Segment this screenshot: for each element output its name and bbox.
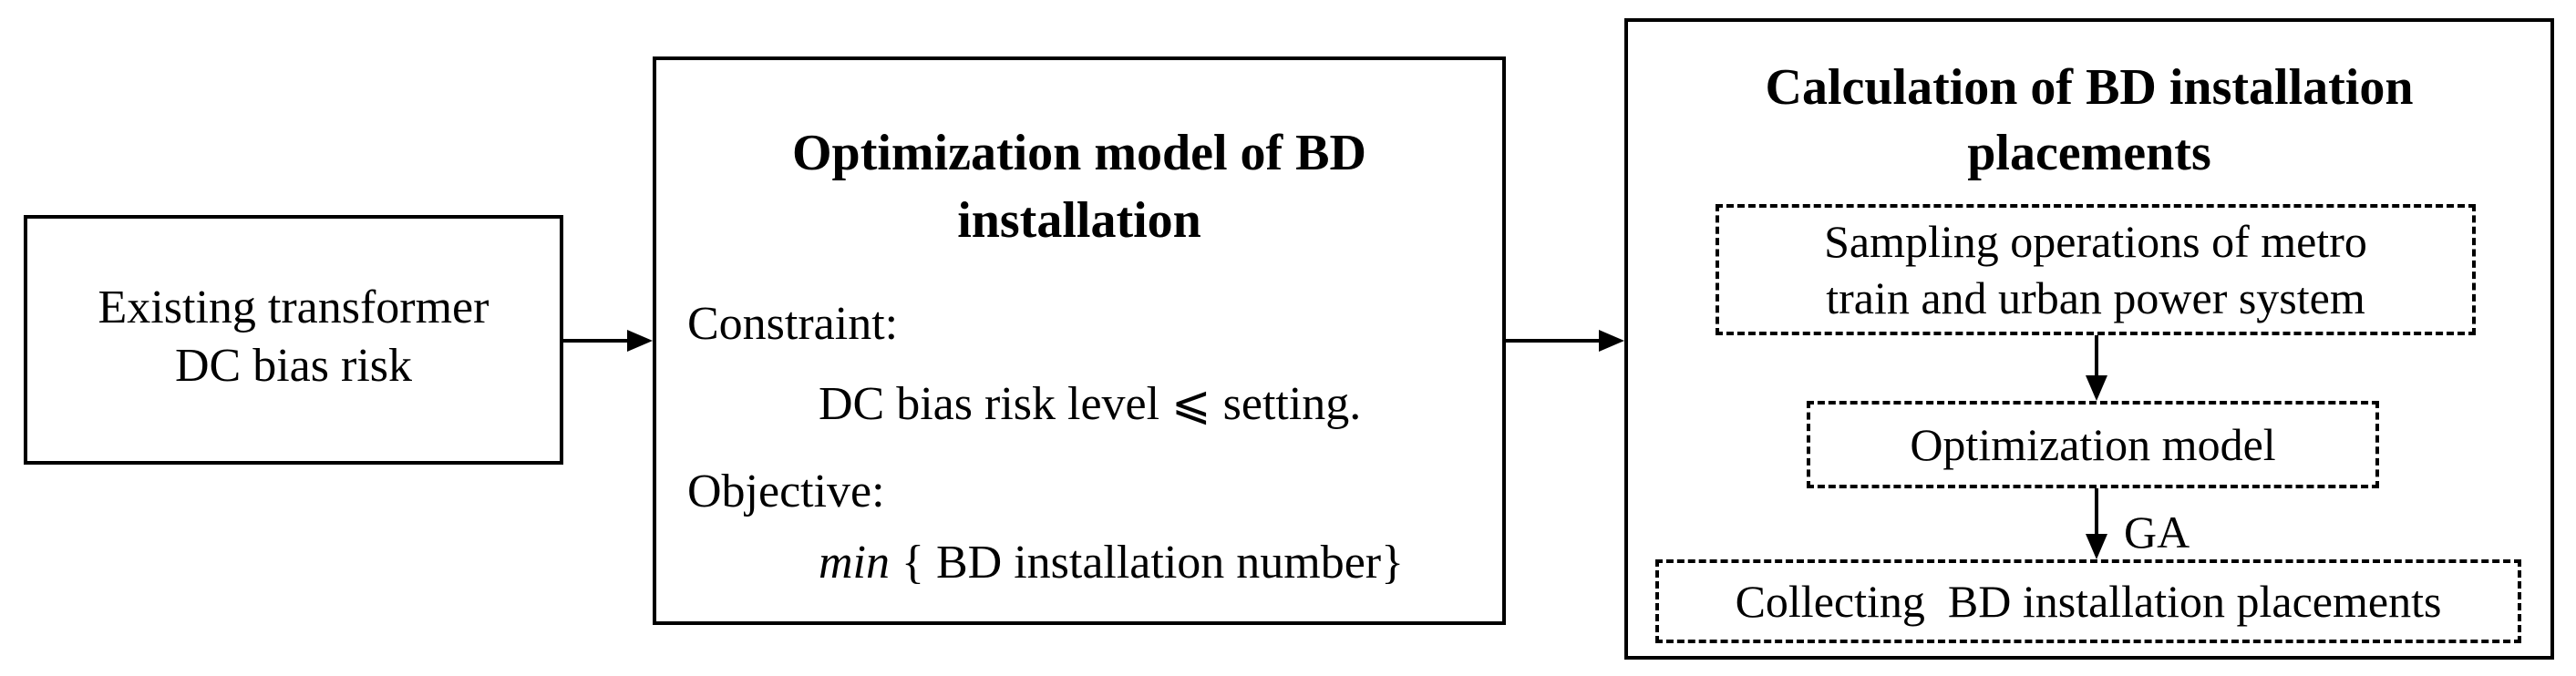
sampling-step-box: Sampling operations of metro train and u… bbox=[1716, 204, 2476, 335]
optimization-model-box: Optimization model of BD installation Co… bbox=[653, 56, 1506, 625]
calculation-title-line2: placements bbox=[1967, 125, 2211, 181]
ga-label: GA bbox=[2124, 507, 2190, 558]
calculation-box: Calculation of BD installation placement… bbox=[1624, 18, 2554, 660]
arrow-middle-to-right bbox=[1506, 330, 1624, 352]
collecting-step-text: Collecting BD installation placements bbox=[1735, 576, 2442, 627]
sampling-step-line1: Sampling operations of metro bbox=[1824, 216, 2367, 267]
existing-risk-line1: Existing transformer bbox=[98, 282, 489, 333]
optimization-step-text: Optimization model bbox=[1910, 419, 2276, 470]
optimization-model-title-line1: Optimization model of BD bbox=[792, 125, 1366, 181]
arrow-optimization-to-collecting bbox=[2086, 488, 2107, 559]
collecting-step-box: Collecting BD installation placements bbox=[1655, 559, 2521, 643]
existing-risk-line2: DC bias risk bbox=[175, 340, 412, 392]
constraint-text: DC bias risk level ⩽ setting. bbox=[819, 378, 1362, 430]
objective-text: { BD installation number} bbox=[890, 537, 1405, 589]
objective-label: Objective: bbox=[687, 466, 885, 517]
sampling-step-text: Sampling operations of metro train and u… bbox=[1824, 213, 2367, 326]
arrow-left-to-middle bbox=[563, 330, 653, 352]
optimization-model-title-line2: installation bbox=[957, 192, 1201, 249]
objective-min: min bbox=[819, 537, 890, 589]
constraint-label: Constraint: bbox=[687, 298, 899, 350]
objective-expression: min { BD installation number} bbox=[819, 534, 1404, 592]
sampling-step-line2: train and urban power system bbox=[1826, 272, 2365, 323]
existing-risk-box: Existing transformer DC bias risk bbox=[24, 215, 563, 465]
optimization-step-box: Optimization model bbox=[1807, 401, 2379, 488]
arrow-sampling-to-optimization bbox=[2086, 335, 2107, 401]
calculation-title-line1: Calculation of BD installation bbox=[1765, 59, 2414, 116]
